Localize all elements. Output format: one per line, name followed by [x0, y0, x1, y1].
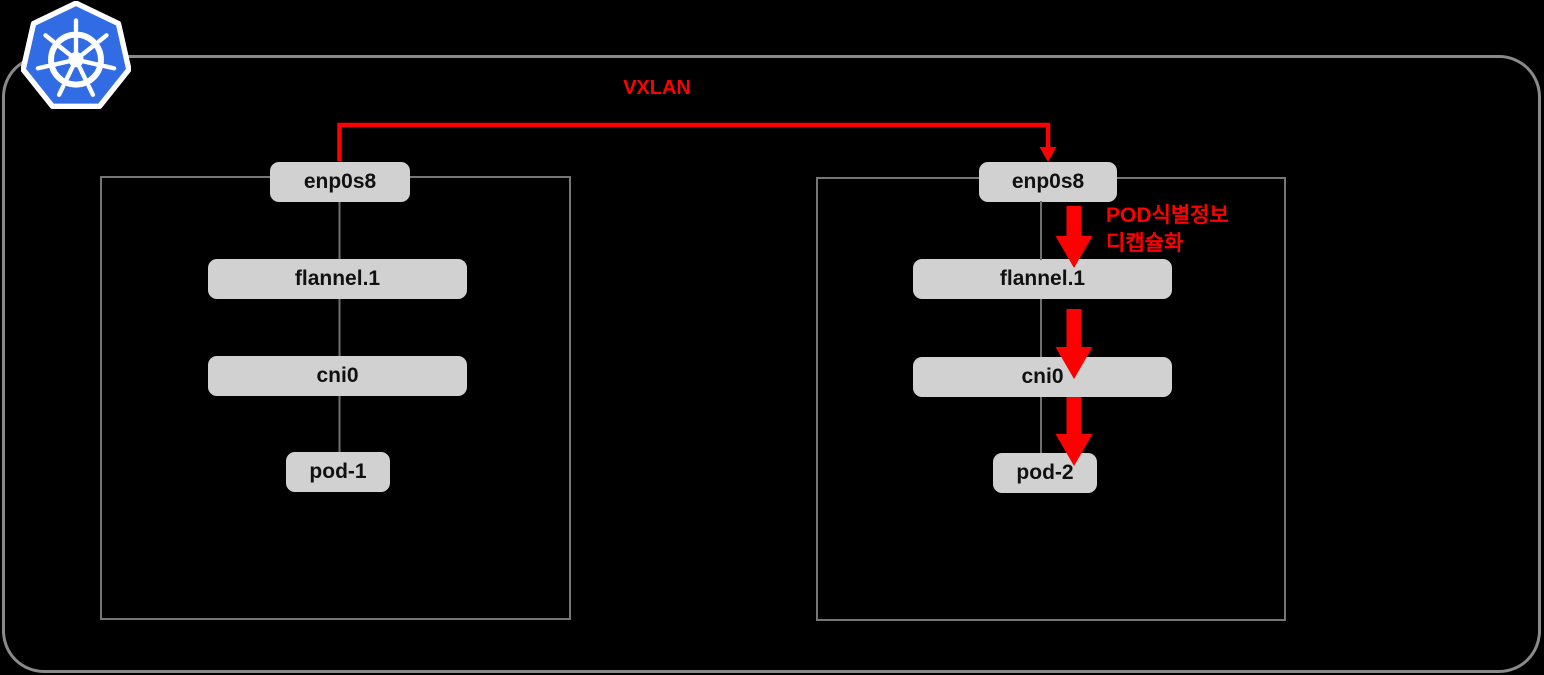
- iface-box-left-pod1: pod-1: [286, 452, 390, 492]
- iface-box-left-enp0s8: enp0s8: [270, 162, 410, 202]
- kubernetes-icon: [21, 1, 131, 110]
- node-left: [100, 176, 571, 620]
- iface-box-right-enp0s8: enp0s8: [979, 162, 1117, 202]
- cluster-frame: [2, 55, 1541, 673]
- decapsulation-note-line2: 디캡슐화: [1106, 232, 1184, 255]
- decapsulation-note: POD식별정보 디캡슐화: [1106, 202, 1229, 258]
- iface-box-right-cni0: cni0: [913, 357, 1172, 397]
- iface-box-left-flannel1: flannel.1: [208, 259, 467, 299]
- kubernetes-helm-wheel: [35, 18, 117, 97]
- vxlan-label: VXLAN: [623, 77, 691, 99]
- decapsulation-note-line1: POD식별정보: [1106, 204, 1229, 227]
- iface-box-left-cni0: cni0: [208, 356, 467, 396]
- iface-box-right-pod2: pod-2: [993, 453, 1097, 493]
- iface-box-right-flannel1: flannel.1: [913, 259, 1172, 299]
